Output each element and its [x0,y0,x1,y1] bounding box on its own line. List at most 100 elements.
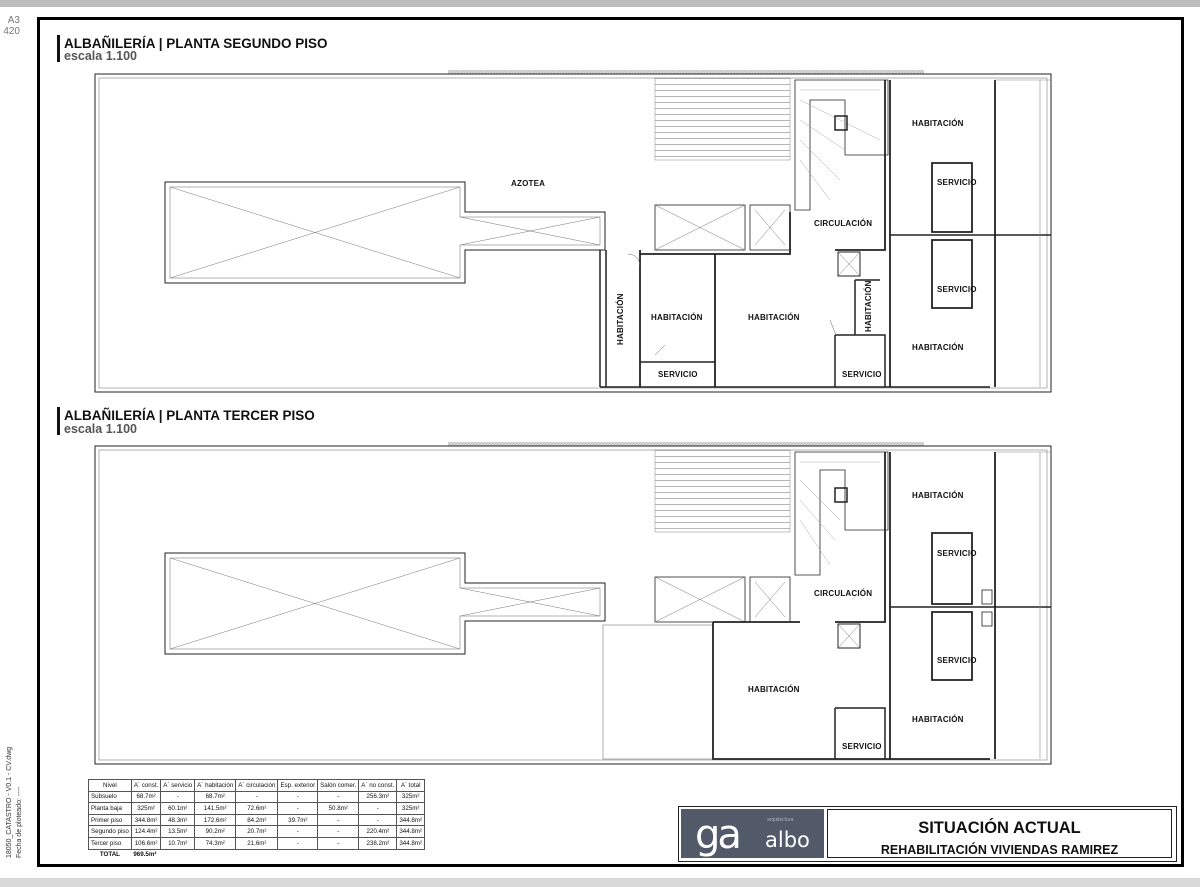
table-cell: - [277,825,319,838]
table-cell: - [160,790,196,804]
table-cell: 20.7m² [235,825,279,838]
areas-table: Nivel A´ const. A´ servicio A´ habitació… [88,779,426,860]
table-cell: Subsuelo [88,790,132,804]
table-cell: 39.7m² [277,813,319,827]
logo-mark: ga [695,812,742,858]
table-cell: 48.3m² [160,813,196,827]
table-header-cell: Esp. exterior [277,779,319,792]
table-cell: 84.2m² [235,813,279,827]
table-header-cell: A´ habitación [194,779,237,792]
table-cell: - [317,790,360,804]
table-row: Primer piso 344.8m² 48.3m² 172.6m² 84.2m… [88,813,426,827]
plan-1-walls [94,70,1052,393]
table-cell: - [277,790,319,804]
plan-1-room-habitacion-bottom-right: HABITACIÓN [912,343,964,352]
plan-1-room-habitacion-vertical-right: HABITACIÓN [864,280,873,332]
table-cell: 325m² [130,802,162,815]
logo-word: albo [765,828,810,852]
table-header-cell: A´ const. [130,779,162,792]
table-cell: - [317,813,360,827]
table-cell: - [317,836,360,850]
project-name: REHABILITACIÓN VIVIENDAS RAMIREZ [880,843,1119,857]
plan-1-room-servicio-left: SERVICIO [658,370,698,379]
table-cell: 68.7m² [130,790,162,804]
plan-1-room-servicio-1: SERVICIO [937,178,977,187]
table-cell: 344.8m² [396,813,426,827]
table-cell: 325m² [396,802,426,815]
table-row: Subsuelo 68.7m² - 68.7m² - - - 256.3m² 3… [88,790,426,804]
table-cell: - [277,836,319,850]
plan-1-room-habitacion-center: HABITACIÓN [748,313,800,322]
plan-1-scale: escala 1.100 [64,49,137,63]
table-row: Planta baja 325m² 60.1m² 141.5m² 72.6m² … [88,802,426,815]
plan-1-room-servicio-center: SERVICIO [842,370,882,379]
table-header-cell: A´ total [396,779,426,792]
table-cell: 68.7m² [194,790,237,804]
table-cell: 256.3m² [358,790,398,804]
table-header-cell: A´ no const. [358,779,398,792]
plan-2-room-circulacion: CIRCULACIÓN [814,589,873,598]
plan-1-room-habitacion-top-right: HABITACIÓN [912,119,964,128]
sheet-title: SITUACIÓN ACTUAL [918,819,1081,837]
table-cell: 74.3m² [194,836,237,850]
plan-2-room-servicio-2: SERVICIO [937,656,977,665]
table-cell: 325m² [396,790,426,804]
title-block-text-box: SITUACIÓN ACTUAL REHABILITACIÓN VIVIENDA… [827,809,1172,858]
table-total-value: 969.5m² [133,851,157,859]
table-header-cell: A´ servicio [160,779,196,792]
plan-1-title: ALBAÑILERÍA | PLANTA SEGUNDO PISO [64,36,328,51]
table-cell: 344.8m² [396,825,426,838]
plan-1-room-circulacion: CIRCULACIÓN [814,219,873,228]
plan-2-title-bar [57,407,60,435]
plan-2-title: ALBAÑILERÍA | PLANTA TERCER PISO [64,408,315,423]
table-header-cell: Salón comer. [317,779,360,792]
plan-1-room-azotea: AZOTEA [511,179,546,188]
table-cell: 172.6m² [194,813,237,827]
table-cell: 238.2m² [358,836,398,850]
table-cell: 124.4m² [130,825,162,838]
plan-2-room-servicio-1: SERVICIO [937,549,977,558]
table-cell: 344.8m² [396,836,426,850]
table-cell: Primer piso [88,813,132,827]
plan-2-room-servicio-center: SERVICIO [842,742,882,751]
table-cell: - [358,802,398,815]
table-cell: Segundo piso [88,825,132,838]
table-cell: - [277,802,319,815]
plan-2-walls [94,442,1052,765]
table-header-cell: A´ circulación [235,779,279,792]
table-row: Segundo piso 124.4m² 13.5m² 90.2m² 20.7m… [88,825,426,838]
plan-1-title-bar [57,35,60,62]
plan-1-room-habitacion-left: HABITACIÓN [651,313,703,322]
table-cell: Tercer piso [88,836,132,850]
table-cell: 50.8m² [317,802,360,815]
table-cell: - [235,790,279,804]
plan-2-scale: escala 1.100 [64,422,137,436]
table-cell: 60.1m² [160,802,196,815]
table-cell: Planta baja [88,802,132,815]
table-cell: 72.6m² [235,802,279,815]
table-cell: 344.8m² [130,813,162,827]
table-total-label: TOTAL [99,851,120,859]
ga-albo-logo: ga arquitectura albo [681,809,824,858]
table-row: Tercer piso 106.6m² 10.7m² 74.3m² 21.6m²… [88,836,426,850]
paper-size-text: A3 [7,15,20,26]
sheet-bottom-strip [0,878,1200,887]
table-header-cell: Nivel [88,779,132,792]
drawing-frame [37,17,1184,867]
plan-1-room-servicio-2: SERVICIO [937,285,977,294]
plan-2-room-habitacion-bottom-right: HABITACIÓN [912,715,964,724]
table-header-row: Nivel A´ const. A´ servicio A´ habitació… [88,779,426,792]
table-cell: 141.5m² [194,802,237,815]
table-cell: 220.4m² [358,825,398,838]
logo-tagline: arquitectura [767,817,794,823]
table-cell: 21.6m² [235,836,279,850]
sheet-top-strip [0,0,1200,7]
table-cell: - [317,825,360,838]
table-cell: 106.6m² [130,836,162,850]
plan-2-room-habitacion-top-right: HABITACIÓN [912,491,964,500]
plan-1-room-habitacion-vertical-left: HABITACIÓN [616,293,625,345]
paper-size-number: 420 [3,26,20,37]
table-cell: 90.2m² [194,825,237,838]
